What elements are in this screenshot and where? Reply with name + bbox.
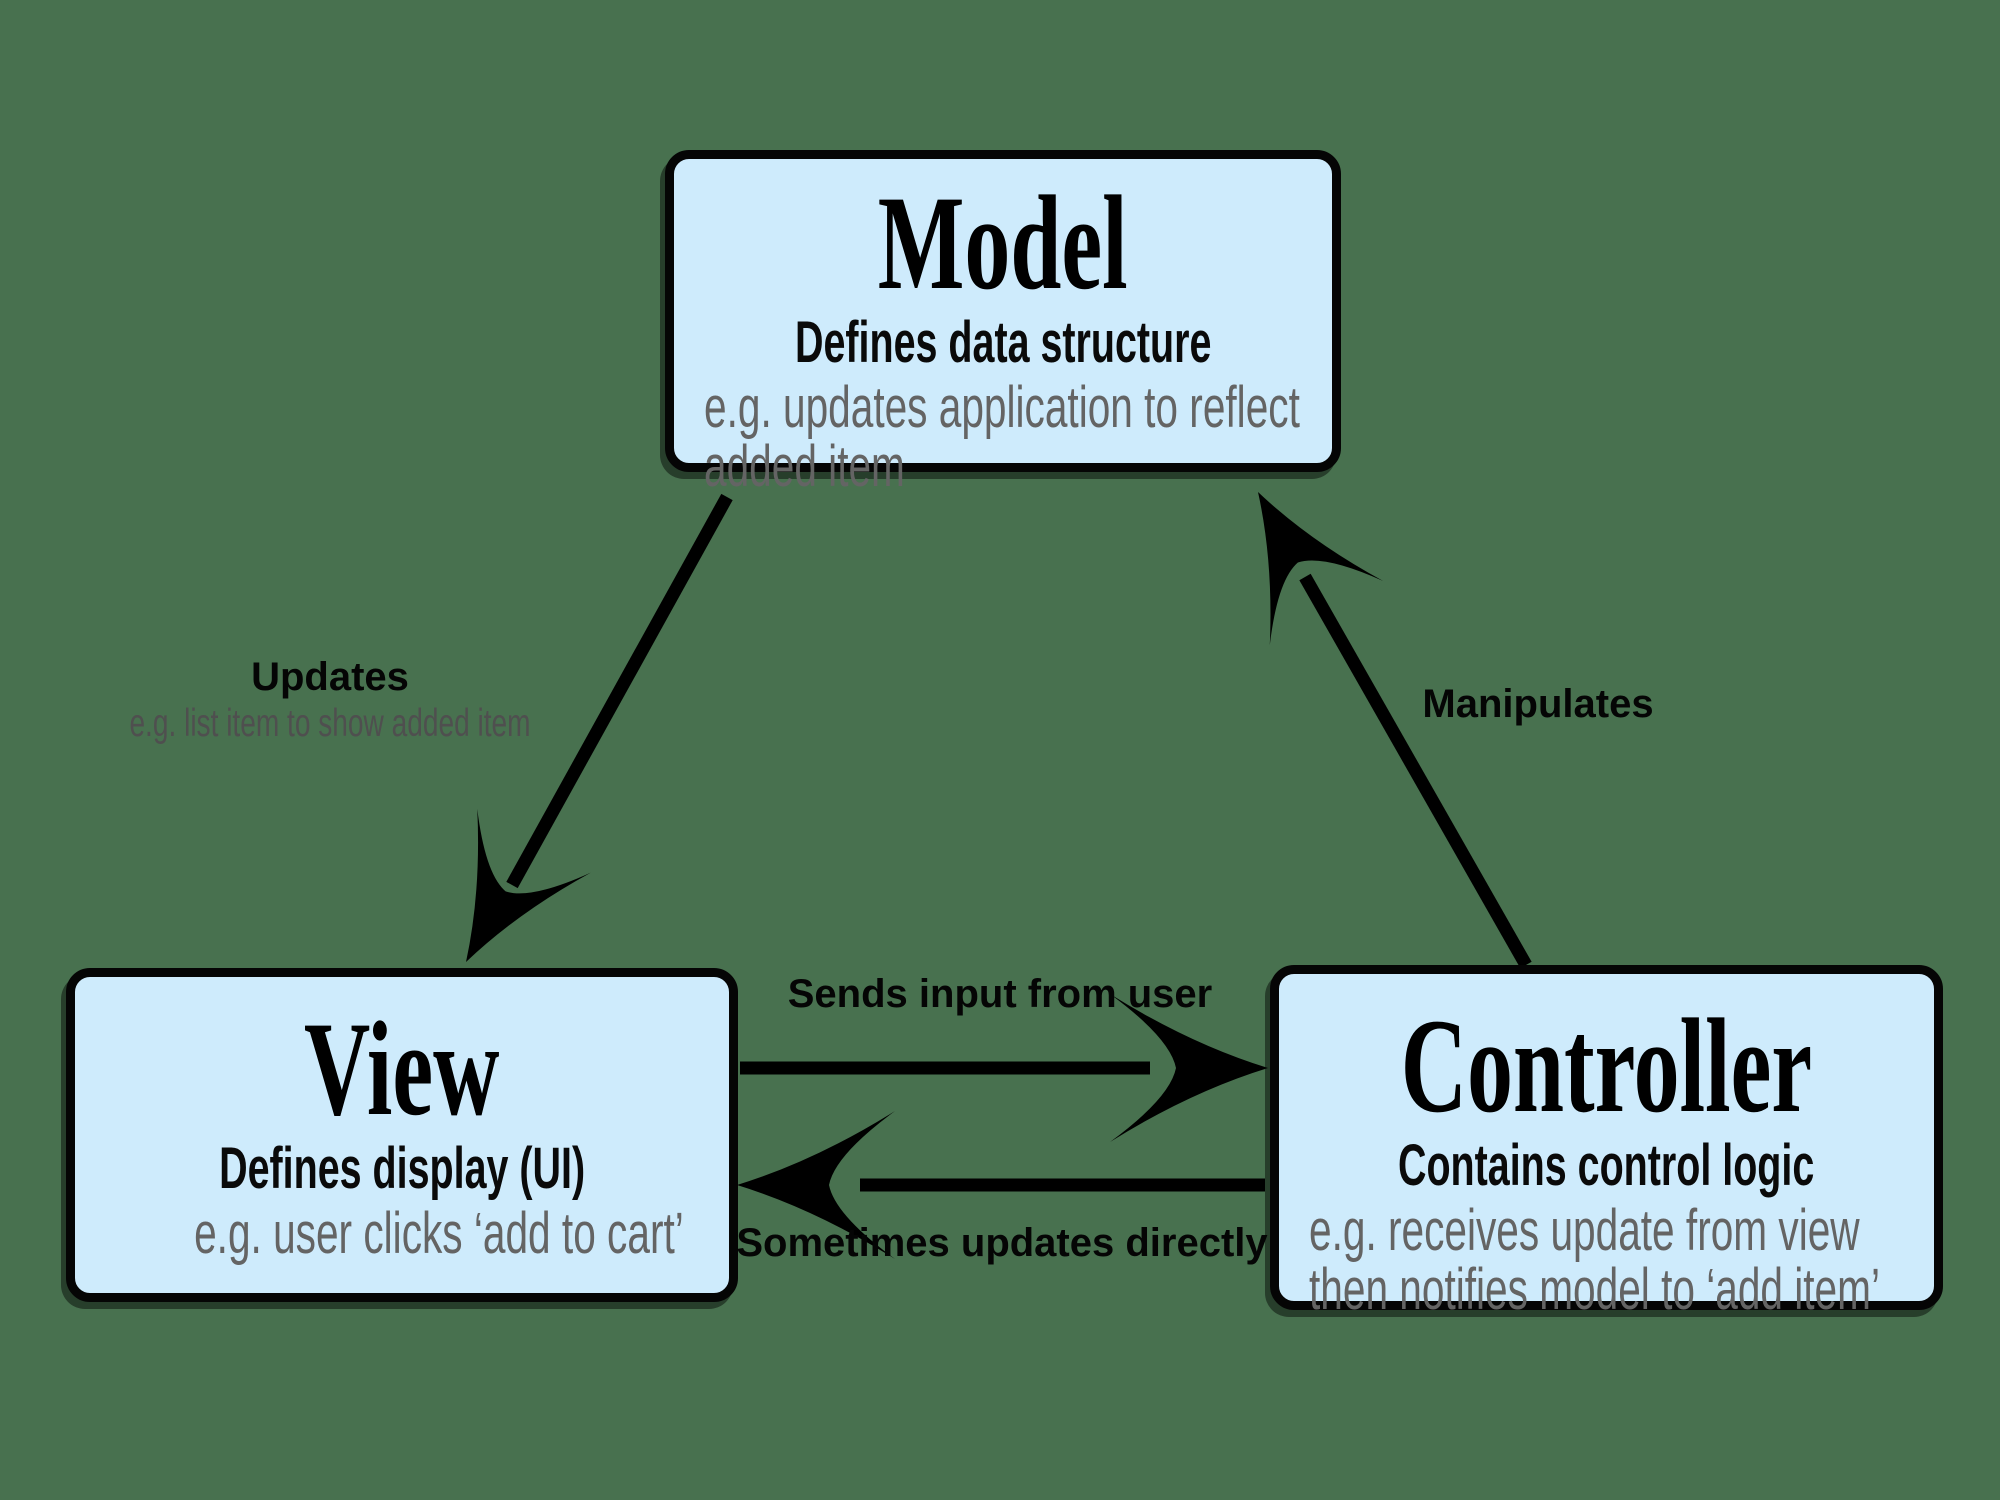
arrow-head bbox=[1258, 492, 1384, 646]
controller-subtitle: Contains control logic bbox=[1398, 1132, 1815, 1198]
view-example: e.g. user clicks ‘add to cart’ bbox=[105, 1204, 699, 1263]
example-line: e.g. user clicks ‘add to cart’ bbox=[194, 1200, 684, 1266]
sends-input-label: Sends input from user bbox=[787, 972, 1213, 1016]
example-line: e.g. updates application to reflect bbox=[704, 374, 1300, 440]
sends-input-arrow bbox=[740, 994, 1268, 1142]
model-box: Model Defines data structure e.g. update… bbox=[665, 150, 1341, 496]
controller-example: e.g. receives update from view then noti… bbox=[1309, 1201, 1904, 1319]
updates-sublabel: e.g. list item to show added item bbox=[129, 702, 531, 745]
controller-box: Controller Contains control logic e.g. r… bbox=[1270, 965, 1943, 1319]
sometimes-updates-label: Sometimes updates directly bbox=[736, 1221, 1268, 1265]
arrow-shaft bbox=[506, 493, 733, 889]
updates-label-group: Updates e.g. list item to show added ite… bbox=[51, 655, 608, 746]
example-line: then notifies model to ‘add item’ bbox=[1309, 1256, 1880, 1322]
arrow-shaft bbox=[1299, 573, 1532, 969]
example-line: added item bbox=[704, 433, 905, 499]
view-subtitle: Defines display (UI) bbox=[218, 1135, 585, 1201]
sometimes-updates-arrow bbox=[737, 1111, 1265, 1259]
manipulates-arrow bbox=[1258, 492, 1532, 969]
model-title: Model bbox=[878, 169, 1128, 318]
view-title: View bbox=[304, 995, 500, 1144]
example-line: e.g. receives update from view bbox=[1309, 1197, 1860, 1263]
manipulates-label: Manipulates bbox=[1422, 682, 1654, 726]
view-box: View Defines display (UI) e.g. user clic… bbox=[66, 968, 738, 1302]
model-example: e.g. updates application to reflect adde… bbox=[704, 378, 1302, 496]
controller-title: Controller bbox=[1400, 992, 1813, 1141]
arrow-head bbox=[466, 808, 591, 962]
updates-label: Updates bbox=[251, 655, 409, 699]
model-subtitle: Defines data structure bbox=[794, 309, 1212, 375]
arrow-head bbox=[1110, 994, 1268, 1142]
updates-arrow bbox=[466, 493, 733, 962]
arrow-head bbox=[737, 1111, 895, 1259]
